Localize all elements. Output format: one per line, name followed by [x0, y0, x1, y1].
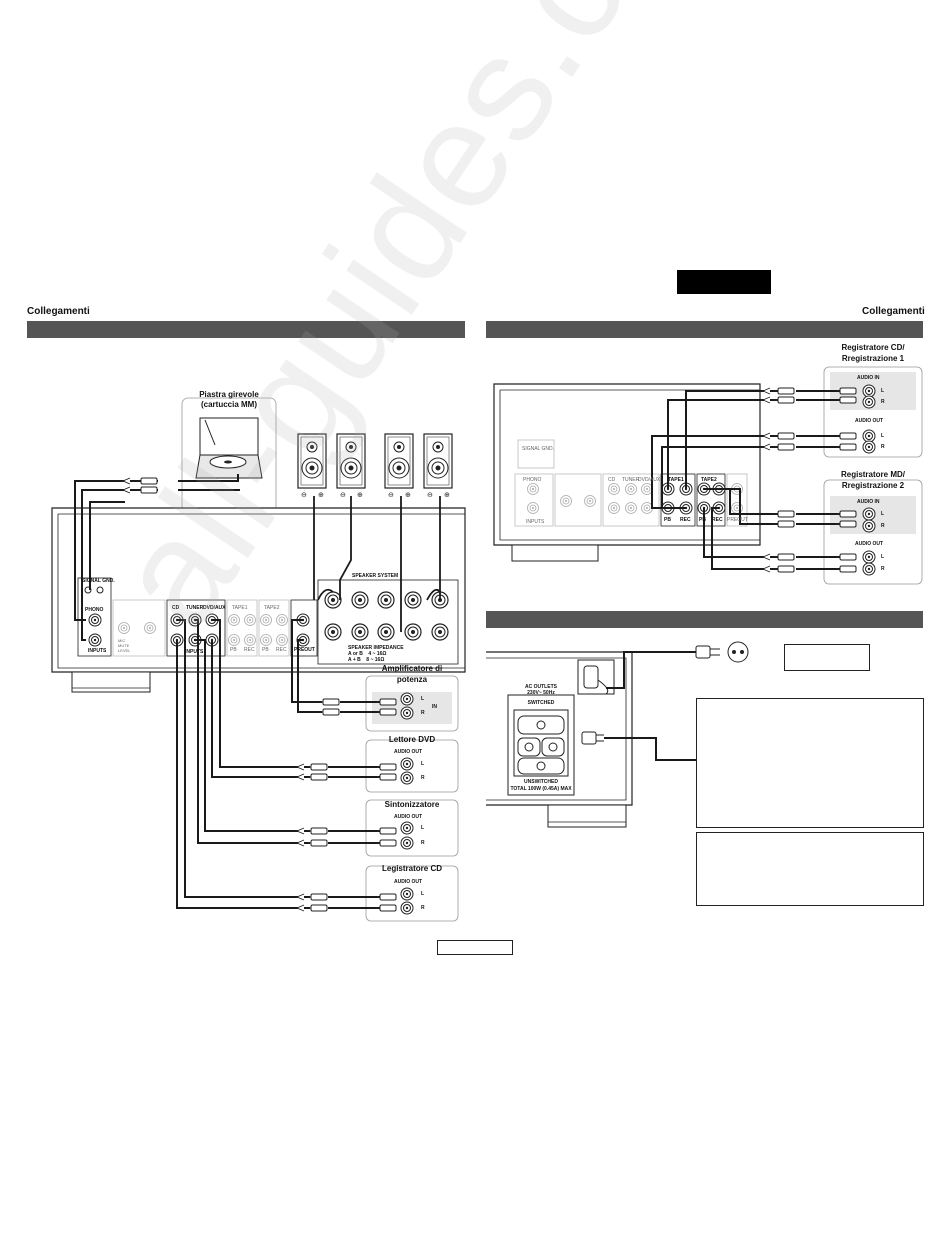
svg-text:⊖: ⊖ — [427, 492, 433, 499]
ac-caution-panel — [696, 832, 924, 906]
cd-r-label: R — [421, 905, 425, 911]
svg-text:⊖: ⊖ — [388, 492, 394, 499]
recorder2-audio-out: AUDIO OUT — [855, 541, 884, 547]
r-tuner-label: TUNER — [622, 477, 640, 483]
ac-voltage-label: 230V~ 50Hz — [527, 690, 555, 696]
section-bar-right-bottom — [486, 611, 923, 628]
r-cd-label: CD — [608, 477, 616, 483]
phono-label: PHONO — [85, 607, 104, 613]
level-label-3: LEVEL — [118, 648, 131, 653]
device-title-amp-1: Amplificatore di — [381, 664, 443, 673]
r-rec-label: REC — [680, 517, 691, 523]
preout-label: PREOUT — [294, 647, 315, 653]
device-title-tuner: Sintonizzatore — [384, 800, 440, 809]
device-title-dvd: Lettore DVD — [388, 735, 436, 744]
speaker-icon — [423, 433, 453, 489]
speaker-impedance-label: SPEAKER IMPEDANCE — [348, 645, 404, 651]
r-rec-label-2: REC — [712, 517, 723, 523]
recorder1-out-l: L — [881, 433, 885, 439]
svg-text:⊕: ⊕ — [318, 492, 324, 499]
r-inputs-label: INPUTS — [526, 519, 545, 525]
svg-text:⊕: ⊕ — [357, 492, 363, 499]
cd-label: CD — [172, 605, 180, 611]
pb-label-2: PB — [262, 647, 269, 653]
recorder1-audio-in: AUDIO IN — [857, 375, 880, 381]
dvd-r-label: R — [421, 775, 425, 781]
dvd-audio-out: AUDIO OUT — [394, 749, 423, 755]
cd-audio-out: AUDIO OUT — [394, 879, 423, 885]
turntable-title: Piastra girevole — [199, 390, 259, 399]
amp-in-label: IN — [432, 704, 437, 710]
tuner-label: TUNER — [186, 605, 204, 611]
ac-info-panel — [696, 698, 924, 828]
cd-l-label: L — [421, 891, 425, 897]
recorder2-audio-in: AUDIO IN — [857, 499, 880, 505]
level-label-1: MIC — [118, 638, 126, 643]
dvd-l-label: L — [421, 761, 425, 767]
recorder2-title-2: Rregistrazione 2 — [841, 481, 905, 490]
section-bar-left — [27, 321, 465, 338]
inputs-label: INPUTS — [88, 648, 107, 654]
device-title-amp-2: potenza — [396, 675, 428, 684]
r-tape2-label: TAPE2 — [701, 477, 717, 483]
power-plug-icon — [581, 641, 749, 745]
recorder2-in-r: R — [881, 523, 885, 529]
amp-l-label: L — [421, 696, 425, 702]
ac-unswitched-label: UNSWITCHED — [524, 779, 558, 785]
page-title-left: Collegamenti — [27, 306, 90, 317]
speaker-icon — [384, 433, 414, 489]
device-title-cd: Legistratore CD — [381, 864, 442, 873]
page-number-box — [437, 940, 513, 955]
recorder1-in-r: R — [881, 399, 885, 405]
recorder1-audio-out: AUDIO OUT — [855, 418, 884, 424]
recorder1-title-1: Registratore CD/ — [841, 343, 905, 352]
recorder2-out-l: L — [881, 554, 885, 560]
level-label-2: MUTE — [118, 643, 130, 648]
rec-label: REC — [244, 647, 255, 653]
recorder1-in-l: L — [881, 388, 885, 394]
speaker-system-label: SPEAKER SYSTEM — [352, 573, 399, 579]
tuner-audio-out: AUDIO OUT — [394, 814, 423, 820]
recorder2-in-l: L — [881, 511, 885, 517]
language-tab — [677, 270, 771, 294]
r-signal-gnd-label: SIGNAL GND. — [522, 446, 555, 452]
ac-outlets-label: AC OUTLETS — [525, 684, 557, 690]
ac-total-label: TOTAL 100W (0.45A) MAX — [510, 786, 572, 792]
recorder1-out-r: R — [881, 444, 885, 450]
amp-r-label: R — [421, 710, 425, 716]
impedance-line-1: A or B 4 ~ 16Ω — [348, 651, 387, 657]
signal-gnd-label: SIGNAL GND. — [82, 578, 115, 584]
tape1-label: TAPE1 — [232, 605, 248, 611]
r-pb-label-2: PB — [699, 517, 706, 523]
svg-text:⊕: ⊕ — [444, 492, 450, 499]
recorder1-title-2: Rregistrazione 1 — [841, 354, 905, 363]
svg-text:⊕: ⊕ — [405, 492, 411, 499]
section-bar-right-top — [486, 321, 923, 338]
page-title-right: Collegamenti — [862, 306, 925, 317]
svg-text:⊖: ⊖ — [301, 492, 307, 499]
turntable-subtitle: (cartuccia MM) — [200, 400, 257, 409]
r-phono-label: PHONO — [523, 477, 542, 483]
impedance-line-2: A + B 8 ~ 16Ω — [348, 657, 385, 663]
ac-switched-label: SWITCHED — [527, 700, 555, 706]
r-pb-label: PB — [664, 517, 671, 523]
rec-label-2: REC — [276, 647, 287, 653]
recorder2-title-1: Registratore MD/ — [840, 470, 905, 479]
r-dvd-label: DVD/AUX — [638, 477, 661, 483]
tuner-l-label: L — [421, 825, 425, 831]
r-tape1-label: TAPE1 — [668, 477, 684, 483]
dvd-label: DVD/AUX — [203, 605, 226, 611]
ac-note-box — [784, 644, 870, 671]
pb-label: PB — [230, 647, 237, 653]
tape2-label: TAPE2 — [264, 605, 280, 611]
svg-text:⊖: ⊖ — [340, 492, 346, 499]
inputs-mid-label: INPUTS — [185, 649, 204, 655]
tuner-r-label: R — [421, 840, 425, 846]
r-preout-label: PREOUT — [727, 517, 748, 523]
recorder2-out-r: R — [881, 566, 885, 572]
